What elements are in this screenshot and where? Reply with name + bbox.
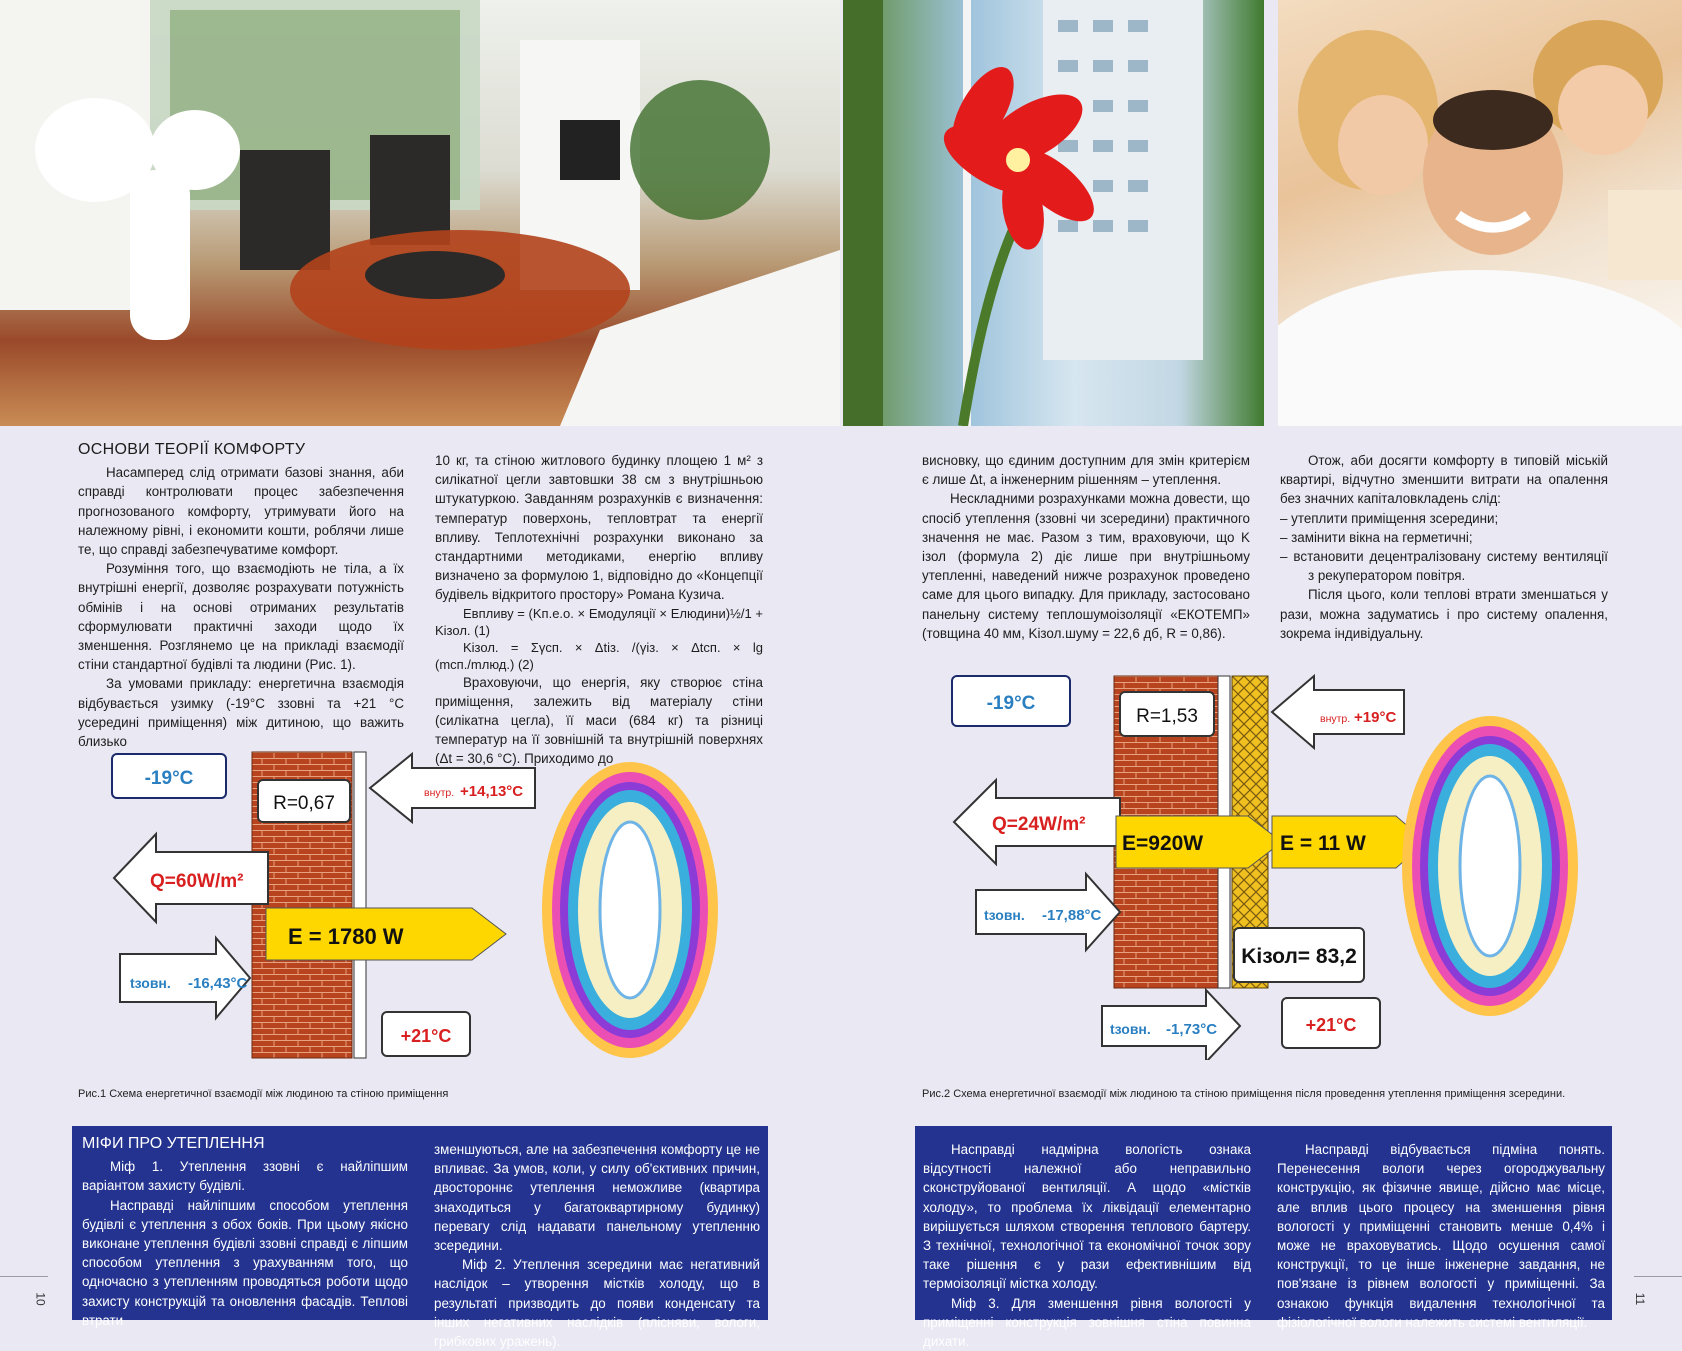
paragraph: Після цього, коли теплові втрати зменшат… [1280, 587, 1608, 641]
myths-column-1: МІФИ ПРО УТЕПЛЕННЯ Міф 1. Утеплення ззов… [82, 1134, 408, 1330]
outer-surface-temp-label: tзовн. [984, 907, 1025, 923]
k-value-box [1233, 927, 1365, 983]
inner-temp: +19°С [1354, 709, 1396, 726]
paragraph: висновку, що єдиним доступним для змін к… [922, 453, 1250, 488]
r-value: R=1,53 [1136, 706, 1198, 727]
heat-loss: Q=24W/m² [992, 814, 1085, 835]
energy-wall: E=920W [1122, 832, 1203, 855]
paragraph: зменшуються, але на забезпечення комфорт… [434, 1142, 760, 1254]
insulation-temp-arrow [1101, 987, 1242, 1060]
heat-loss: Q=60W/m² [150, 871, 243, 892]
list-item: – замінити вікна на герметичні; [1280, 529, 1473, 545]
r-value-box [257, 779, 351, 823]
paragraph: Міф 3. Для зменшення рівня вологості у п… [923, 1295, 1251, 1350]
room-temp: +21°С [401, 1026, 452, 1046]
page-number-left: 10 [33, 1292, 48, 1306]
right-column-2: Отож, аби досягти комфорту в типовій міс… [1280, 451, 1608, 643]
inner-temp-label: внутр. [1320, 713, 1350, 725]
energy-arrow [265, 907, 507, 961]
energy-wall-arrow [1115, 815, 1283, 869]
outside-temp-box [951, 675, 1071, 727]
paragraph: Насправді найліпшим способом утеплення б… [82, 1197, 408, 1328]
room-temp: +21°С [1306, 1015, 1357, 1035]
right-margin-rule [1634, 1276, 1682, 1277]
myths-column-4: Насправді відбувається підміна понять. П… [1277, 1140, 1605, 1332]
insulation-temp-label: tзовн. [1110, 1021, 1151, 1037]
figure-1-caption: Рис.1 Схема енергетичної взаємодії між л… [78, 1088, 449, 1100]
insulation-temp: -1,73°С [1166, 1021, 1217, 1038]
inner-temp: +14,13°С [460, 783, 523, 800]
thermal-figure-1 [542, 762, 718, 1058]
k-value: Kізол= 83,2 [1241, 945, 1357, 968]
paragraph: Нескладними розрахунками можна довести, … [922, 491, 1250, 641]
family-photo [1278, 0, 1682, 426]
energy-value: E = 1780 W [288, 924, 404, 949]
heat-loss-arrow [112, 831, 269, 925]
outer-surface-temp-label: tзовн. [130, 975, 171, 991]
living-room-photo [0, 0, 840, 426]
inner-temp-label: внутр. [424, 787, 454, 799]
outer-surface-temp: -17,88°С [1042, 907, 1102, 924]
paragraph: За умовами прикладу: енергетична взаємод… [78, 676, 404, 750]
myths-box-left: МІФИ ПРО УТЕПЛЕННЯ Міф 1. Утеплення ззов… [72, 1126, 768, 1349]
myths-column-3: Насправді надмірна вологість ознака відс… [923, 1140, 1251, 1351]
figure-2-diagram: -19°С R=1,53 внутр. +19°С Q=24W/m² E=920… [951, 673, 1578, 1060]
formula-1: Eвпливу = (Kп.е.о. × Eмодуляції × Eлюдин… [435, 605, 763, 638]
paragraph: Розуміння того, що взаємодіють не тіла, … [78, 561, 404, 673]
red-flower-window-photo [843, 0, 1264, 426]
inner-temp-arrow [368, 751, 536, 825]
r-value-box [1119, 691, 1215, 737]
paragraph: 10 кг, та стіною житлового будинку площе… [435, 453, 763, 603]
myths-heading: МІФИ ПРО УТЕПЛЕННЯ [82, 1135, 265, 1152]
thermal-figure-2 [1402, 716, 1578, 1016]
paragraph: Насправді надмірна вологість ознака відс… [923, 1142, 1251, 1292]
right-column-1: висновку, що єдиним доступним для змін к… [922, 451, 1250, 643]
formula-2: Kізол. = Σγсп. × Δtіз. /(γіз. × Δtсп. × … [435, 639, 763, 672]
energy-out: E = 11 W [1280, 832, 1366, 855]
outside-temp-box [111, 753, 227, 799]
paragraph: Враховуючи, що енергія, яку створює стін… [435, 674, 763, 767]
paragraph: Міф 2. Утеплення зсередини має негативни… [434, 1257, 760, 1350]
paragraph: Міф 1. Утеплення ззовні є найліпшим варі… [82, 1159, 408, 1194]
room-temp-box [1281, 997, 1381, 1049]
left-margin-rule [0, 1276, 48, 1277]
r-value: R=0,67 [273, 793, 335, 814]
inner-temp-arrow [1270, 673, 1405, 751]
outside-temp: -19°С [145, 768, 194, 789]
section-heading: ОСНОВИ ТЕОРІЇ КОМФОРТУ [78, 441, 306, 458]
list-item: – встановити децентралізовану систему ве… [1280, 549, 1608, 584]
room-temp-box [381, 1011, 471, 1057]
figure-1-diagram: -19°С R=0,67 внутр. +14,13°С Q=60W/m² E … [111, 751, 718, 1059]
paragraph: Насправді відбувається підміна понять. П… [1277, 1142, 1605, 1330]
left-column-2: 10 кг, та стіною житлового будинку площе… [435, 451, 763, 769]
myths-column-2: зменшуються, але на забезпечення комфорт… [434, 1140, 760, 1351]
outer-surface-temp-arrow [119, 935, 252, 1021]
wall-plaster [353, 751, 367, 1059]
recommendation-list: – утеплити приміщення зсередини; – замін… [1280, 509, 1608, 586]
paragraph: Отож, аби досягти комфорту в типовій міс… [1280, 453, 1608, 507]
svg-text:внутр.: внутр. [424, 787, 454, 799]
myths-box-right: Насправді надмірна вологість ознака відс… [915, 1126, 1612, 1349]
paragraph: Насамперед слід отримати базові знання, … [78, 465, 404, 558]
outer-surface-temp-arrow [975, 871, 1122, 953]
list-item: – утеплити приміщення зсередини; [1280, 510, 1499, 526]
figure-2-caption: Рис.2 Схема енергетичної взаємодії між л… [922, 1088, 1566, 1100]
left-column-1: ОСНОВИ ТЕОРІЇ КОМФОРТУ Насамперед слід о… [78, 440, 404, 751]
outside-temp: -19°С [987, 693, 1036, 714]
page-number-right: 11 [1633, 1292, 1648, 1306]
outer-surface-temp: -16,43°С [188, 975, 248, 992]
